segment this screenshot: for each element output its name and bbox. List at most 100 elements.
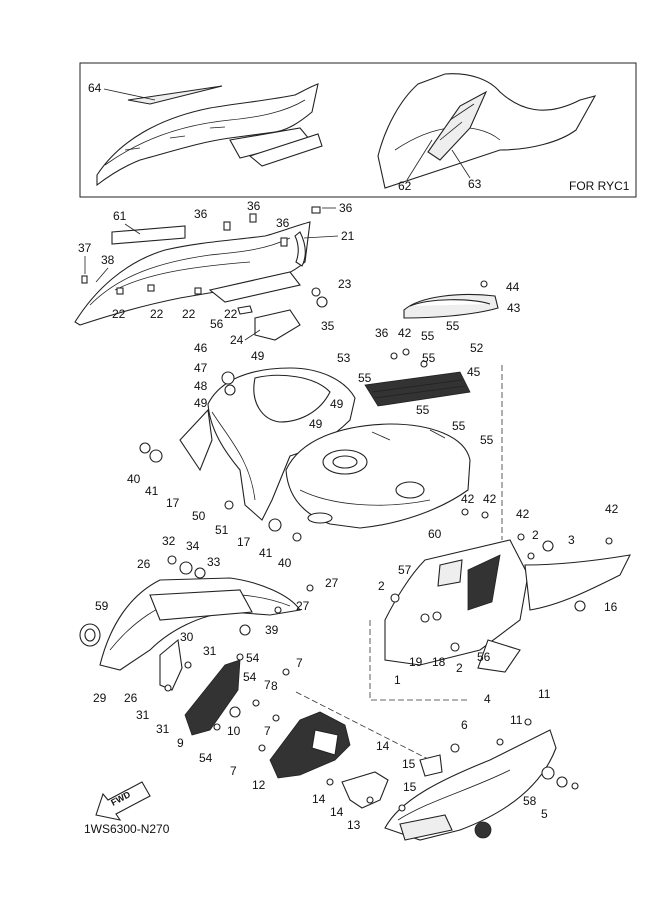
callout-12a: 14: [376, 739, 390, 753]
callout-31b: 31: [136, 708, 150, 722]
callout-10d: 7: [230, 764, 237, 778]
callout-51a: 41: [145, 484, 159, 498]
callout-32: 32: [162, 534, 176, 548]
callout-26b: 26: [124, 691, 138, 705]
callout-23: 23: [338, 277, 352, 291]
callout-12c: 14: [330, 805, 344, 819]
callout-48: 48: [194, 379, 208, 393]
callout-47: 47: [194, 361, 208, 375]
side-cover-upper: [74, 206, 328, 341]
decal-64: [127, 85, 223, 105]
grommet-58: [474, 821, 492, 839]
callout-20: 6: [461, 718, 468, 732]
callout-61: 61: [113, 209, 127, 223]
callout-59: 59: [95, 599, 109, 613]
callout-51b: 41: [259, 546, 273, 560]
callout-36b: 36: [247, 199, 261, 213]
part-21: [294, 231, 306, 267]
callout-25: 29: [93, 691, 107, 705]
under-cowl-5: [384, 718, 579, 841]
callout-9: 8: [271, 679, 278, 693]
callout-29b: 54: [243, 670, 257, 684]
callout-41e: 55: [416, 403, 430, 417]
callout-60: 60: [428, 527, 442, 541]
callout-62: 62: [398, 179, 412, 193]
callout-17d: 42: [516, 507, 530, 521]
callout-31a: 31: [203, 644, 217, 658]
callout-41a: 55: [421, 329, 435, 343]
callout-17a: 42: [398, 326, 412, 340]
callout-22d: 22: [224, 307, 238, 321]
callout-14: 58: [523, 794, 537, 808]
callout-53: 53: [337, 351, 351, 365]
bracket-40: [364, 348, 471, 407]
part-24: [254, 309, 301, 341]
callout-7b: 11: [510, 713, 523, 727]
bracket-30: [159, 638, 192, 692]
inset-caption: FOR RYC1: [569, 179, 630, 193]
part-43-cover: [403, 280, 499, 319]
side-cover-left: [79, 555, 314, 671]
callout-21: 21: [341, 229, 355, 243]
callout-50a: 40: [127, 472, 141, 486]
callout-54: 10: [227, 724, 241, 738]
callout-10c: 7: [264, 724, 271, 738]
side-cover-left-inset: [96, 83, 319, 187]
callout-37: 37: [78, 241, 92, 255]
callout-11: 13: [347, 818, 361, 832]
callout-56a: 56: [210, 317, 224, 331]
callout-36c: 36: [276, 216, 290, 230]
callout-4: 4: [484, 692, 491, 706]
callout-28: 9: [177, 736, 184, 750]
part-16-panel: [524, 554, 631, 611]
callout-22a: 22: [112, 307, 126, 321]
callout-49d: 49: [309, 417, 323, 431]
callout-44: 44: [506, 280, 520, 294]
callout-35: 35: [321, 319, 335, 333]
callout-26a: 26: [137, 557, 151, 571]
callout-41d: 55: [358, 371, 372, 385]
callout-46: 46: [194, 341, 208, 355]
callout-10a: 7: [264, 678, 271, 692]
callout-55: 51: [215, 523, 229, 537]
bolt-23: [311, 287, 321, 297]
callout-29a: 54: [246, 651, 260, 665]
callout-7a: 11: [538, 687, 551, 701]
bracket-28: [184, 653, 260, 736]
callout-64: 64: [88, 81, 102, 95]
callout-15: 5: [541, 807, 548, 821]
callout-56b: 56: [477, 650, 491, 664]
side-cover-right-inset: [377, 73, 597, 189]
callout-17e: 42: [605, 502, 619, 516]
callout-10b: 7: [296, 656, 303, 670]
callout-24: 24: [230, 333, 244, 347]
callout-29c: 54: [199, 751, 213, 765]
decal-61: [111, 225, 186, 245]
decal-57: [437, 559, 463, 587]
callout-27b: 27: [296, 599, 310, 613]
drawing-id: 1WS6300-N270: [84, 822, 170, 836]
fwd-arrow: FWD: [95, 781, 151, 821]
callout-8: 12: [252, 778, 266, 792]
side-cover-right: [384, 508, 631, 673]
callout-3: 3: [568, 533, 575, 547]
callout-42: 52: [470, 341, 484, 355]
inset-panel: 64 62 63 FOR RYC1: [79, 62, 637, 198]
callout-49b: 49: [251, 349, 265, 363]
callout-52a: 17: [166, 496, 180, 510]
callout-30: 30: [180, 630, 194, 644]
callout-41b: 55: [446, 319, 460, 333]
callout-18: 18: [432, 655, 446, 669]
callout-50b: 40: [278, 556, 292, 570]
callout-33: 33: [207, 555, 221, 569]
callout-36d: 36: [339, 201, 353, 215]
callout-2b: 2: [378, 579, 385, 593]
callout-22c: 22: [182, 307, 196, 321]
callout-52b: 17: [237, 535, 251, 549]
callout-2a: 2: [532, 528, 539, 542]
callout-31c: 31: [156, 722, 170, 736]
bracket-11: [326, 771, 389, 809]
callout-17b: 42: [461, 492, 475, 506]
callout-57: 57: [398, 563, 412, 577]
